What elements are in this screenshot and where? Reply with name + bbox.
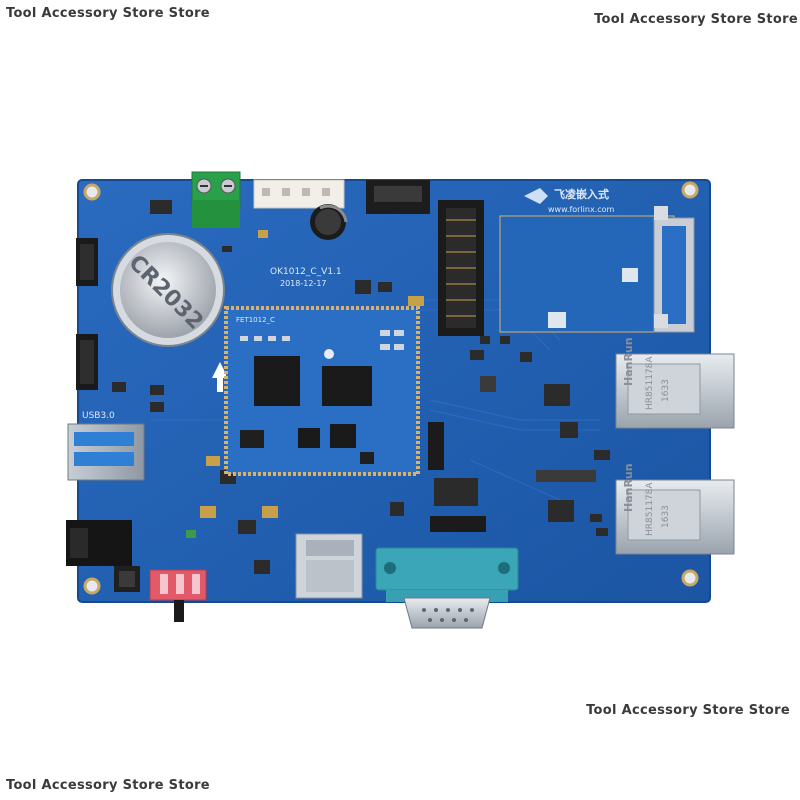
- watermark-top-left: Tool Accessory Store Store: [6, 6, 210, 21]
- magjack2-code: 1633: [661, 505, 671, 528]
- arrow-silk-mark: [212, 362, 228, 392]
- magjack1-model: HR851178A: [645, 356, 655, 410]
- coin-cell-battery: CR2032: [111, 233, 225, 347]
- sata-connector: [366, 180, 430, 214]
- ethernet-port-1: HanRun HR851178A 1633: [615, 337, 735, 429]
- magjack1-code: 1633: [661, 379, 671, 402]
- magjack2-brand: HanRun: [622, 463, 635, 512]
- watermark-top-right: Tool Accessory Store Store: [594, 12, 798, 27]
- brand-cn: 飞凌嵌入式: [554, 187, 609, 201]
- dc-power-jack: [66, 520, 132, 566]
- push-button: [114, 566, 140, 592]
- smd-components: [112, 200, 610, 574]
- power-terminal-block: [191, 171, 241, 228]
- pin-headers-left: [76, 238, 98, 390]
- watermark-bottom-left: Tool Accessory Store Store: [6, 778, 210, 793]
- som-module: FET1012_C: [224, 306, 420, 476]
- board-date-label: 2018-12-17: [280, 279, 327, 288]
- board-model-label: OK1012_C_V1.1: [270, 267, 342, 277]
- brand-url: www.forlinx.com: [548, 205, 615, 214]
- electrolytic-capacitor: [310, 204, 348, 240]
- usb3-port: USB3.0: [67, 411, 145, 481]
- forlinx-logo: 飞凌嵌入式 www.forlinx.com: [524, 187, 615, 214]
- watermark-bottom-right: Tool Accessory Store Store: [586, 703, 790, 718]
- ethernet-port-2: HanRun HR851178A 1633: [615, 463, 735, 555]
- mini-pcie-card-area: [499, 206, 695, 333]
- magjack2-model: HR851178A: [645, 482, 655, 536]
- som-label: FET1012_C: [236, 316, 275, 324]
- sd-card-slot: [295, 533, 363, 599]
- white-header-connector: [253, 179, 345, 209]
- m2-slot: [438, 200, 484, 336]
- magjack1-brand: HanRun: [622, 337, 635, 386]
- usb-label: USB3.0: [82, 411, 115, 421]
- jumper-headers: [428, 422, 486, 532]
- db9-serial-port: [375, 547, 519, 629]
- dip-switch: [149, 569, 207, 622]
